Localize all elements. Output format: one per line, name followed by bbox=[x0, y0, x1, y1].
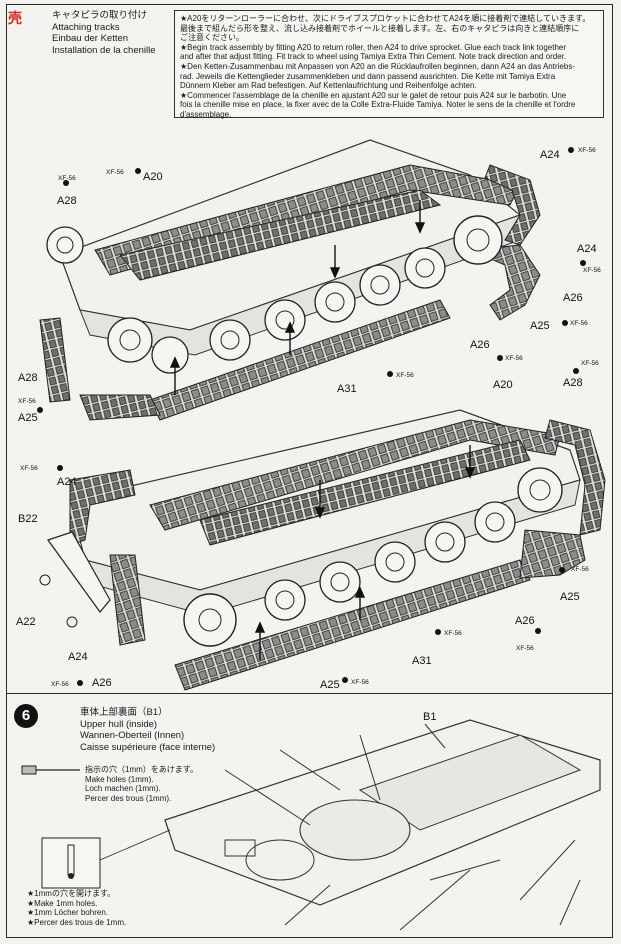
step6-title-en: Upper hull (inside) bbox=[80, 718, 158, 730]
bottom-note-line: ★Make 1mm holes. bbox=[27, 898, 98, 908]
hull-upper bbox=[39, 139, 541, 421]
step-divider bbox=[6, 693, 613, 694]
road-wheels-lower bbox=[39, 467, 563, 647]
step5-notes: ★A20をリターンローラーに合わせ、次にドライブスプロケットに合わせてA24を順… bbox=[174, 10, 604, 119]
label-a24: A24 bbox=[68, 651, 88, 663]
label-a26: A26 bbox=[92, 677, 112, 689]
step5-title-fr: Installation de la chenille bbox=[52, 44, 156, 56]
step5-title-de: Einbau der Ketten bbox=[52, 33, 129, 44]
drill-inset bbox=[21, 765, 171, 889]
bottom-note-line: ★Percer des trous de 1mm. bbox=[27, 917, 127, 927]
label-a25: A25 bbox=[320, 679, 340, 691]
label-xf56: XF-56 bbox=[578, 147, 596, 154]
note-line: ご注意ください。 bbox=[180, 33, 244, 43]
label-a24: A24 bbox=[540, 149, 560, 161]
label-a24: A24 bbox=[57, 476, 77, 488]
step6-title-fr: Caisse supérieure (face interne) bbox=[80, 741, 216, 753]
step6-title-de: Wannen-Oberteil (Innen) bbox=[80, 730, 185, 741]
brand-logo: 壳 bbox=[8, 10, 23, 26]
note-line: fois la chenille mise en place, la fixer… bbox=[180, 100, 576, 110]
label-xf56: XF-56 bbox=[106, 169, 124, 176]
note-line: ★Begin track assembly by fitting A20 to … bbox=[180, 42, 567, 52]
label-a31: A31 bbox=[412, 655, 432, 667]
label-xf56: XF-56 bbox=[571, 566, 589, 573]
label-xf56: XF-56 bbox=[18, 398, 36, 405]
hull-lower bbox=[47, 409, 606, 691]
label-xf56: XF-56 bbox=[58, 175, 76, 182]
label-a26: A26 bbox=[563, 292, 583, 304]
cement-markers bbox=[37, 147, 586, 686]
label-a20: A20 bbox=[493, 379, 513, 391]
label-xf56: XF-56 bbox=[351, 679, 369, 686]
label-a28: A28 bbox=[563, 377, 583, 389]
label-xf56: XF-56 bbox=[396, 372, 414, 379]
step6-number: 6 bbox=[14, 704, 38, 728]
step5-title: キャタピラの取り付け Attaching tracks Einbau der K… bbox=[52, 10, 172, 56]
page-frame bbox=[6, 4, 613, 938]
label-xf56: XF-56 bbox=[516, 645, 534, 652]
note-line: ★A20をリターンローラーに合わせ、次にドライブスプロケットに合わせてA24を順… bbox=[180, 14, 591, 23]
step5-title-en: Attaching tracks bbox=[52, 21, 120, 33]
step5-title-jp: キャタピラの取り付け bbox=[52, 10, 148, 21]
note-line: 最後まで組んだら形を整え、流し込み接着剤でホイールと接着します。左、右のキャタピ… bbox=[180, 23, 580, 33]
label-a25: A25 bbox=[530, 320, 550, 332]
note-line: ★Den Ketten-Zusammenbau mit Anpassen von… bbox=[180, 61, 575, 71]
drill-line: 指示の穴（1mm）をあけます。 bbox=[85, 765, 198, 774]
assembly-arrows bbox=[169, 200, 476, 660]
label-a20: A20 bbox=[143, 171, 163, 183]
note-line: Dünnem Kleber am Rad befestigen. Auf Ket… bbox=[180, 81, 477, 91]
drill-line: Percer des trous (1mm). bbox=[85, 793, 172, 803]
bottom-note-line: ★1mm Löcher bohren. bbox=[27, 908, 108, 917]
step6-title-jp: 車体上部裏面（B1） bbox=[80, 707, 168, 718]
label-a25: A25 bbox=[560, 591, 580, 603]
part-labels-step5: XF-56 A20 XF-56 A28 A24 XF-56 A24 XF-56 … bbox=[16, 147, 601, 691]
note-line: rad. Jeweils die Kettenglieder zusammenk… bbox=[180, 71, 556, 81]
label-a31: A31 bbox=[337, 383, 357, 395]
note-line: and after that adjust fitting. Fit track… bbox=[180, 52, 567, 62]
drill-instructions: 指示の穴（1mm）をあけます。 Make holes (1mm). Loch m… bbox=[85, 765, 198, 803]
label-a22: A22 bbox=[16, 616, 36, 628]
label-a26: A26 bbox=[515, 615, 535, 627]
step6-title: 車体上部裏面（B1） Upper hull (inside) Wannen-Ob… bbox=[80, 707, 215, 753]
label-b1: B1 bbox=[423, 711, 436, 723]
note-line: d'assemblage. bbox=[180, 109, 232, 119]
label-a26: A26 bbox=[470, 339, 490, 351]
drill-line: Make holes (1mm). bbox=[85, 774, 154, 784]
upper-hull-b1 bbox=[164, 719, 601, 931]
label-b22: B22 bbox=[18, 513, 38, 525]
note-line: ★Commencer l'assemblage de la chenille e… bbox=[180, 90, 567, 100]
label-xf56: XF-56 bbox=[444, 630, 462, 637]
label-xf56: XF-56 bbox=[51, 681, 69, 688]
label-xf56: XF-56 bbox=[583, 267, 601, 274]
bottom-note-line: ★1mmの穴を開けます。 bbox=[27, 889, 116, 898]
label-a24: A24 bbox=[577, 243, 597, 255]
drill-line: Loch machen (1mm). bbox=[85, 784, 161, 793]
label-a28: A28 bbox=[18, 372, 38, 384]
label-xf56: XF-56 bbox=[570, 320, 588, 327]
label-xf56: XF-56 bbox=[581, 360, 599, 367]
road-wheels-upper bbox=[46, 215, 503, 374]
bottom-drill-notes: ★1mmの穴を開けます。 ★Make 1mm holes. ★1mm Löche… bbox=[27, 889, 126, 927]
label-xf56: XF-56 bbox=[20, 465, 38, 472]
label-a28: A28 bbox=[57, 195, 77, 207]
label-xf56: XF-56 bbox=[505, 355, 523, 362]
label-a25: A25 bbox=[18, 412, 38, 424]
